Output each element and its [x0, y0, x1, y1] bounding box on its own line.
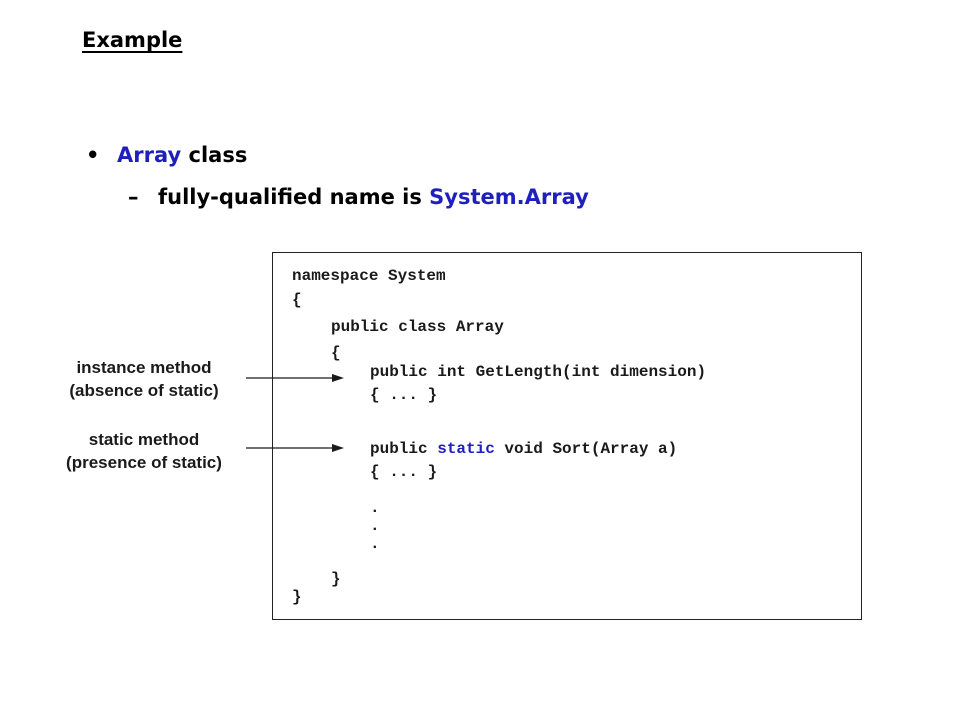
bullet-highlight-array: Array [117, 143, 182, 167]
code-line-getlength-body: { ... } [370, 386, 438, 404]
bullet-array-class: • Array class [86, 143, 247, 167]
callout-static-title: static method [88, 430, 200, 449]
code-ellipsis-dot-2: . [370, 517, 380, 535]
code-line-namespace-close-brace: } [292, 588, 302, 606]
sub-bullet-text: fully-qualified name is [158, 185, 430, 209]
bullet-text-class: class [181, 143, 248, 167]
code-line-sort-body: { ... } [370, 463, 438, 481]
code-line-class-close-brace: } [331, 570, 341, 588]
code-listing-box [272, 252, 862, 620]
callout-static-note: (presence of static) [66, 453, 222, 472]
callout-instance-title: instance method [76, 358, 212, 377]
callout-instance-note: (absence of static) [69, 381, 219, 400]
code-line-sort: public static void Sort(Array a) [370, 441, 677, 457]
bullet-marker: • [86, 143, 100, 167]
callout-static-method: static method (presence of static) [44, 428, 244, 474]
code-ellipsis-dot-1: . [370, 499, 380, 517]
code-line-class-open-brace: { [331, 344, 341, 362]
code-sort-prefix: public [370, 440, 438, 458]
sub-bullet-marker: – [128, 185, 139, 209]
code-line-class-declaration: public class Array [331, 318, 504, 336]
code-line-getlength: public int GetLength(int dimension) [370, 363, 707, 381]
code-line-namespace-open-brace: { [292, 291, 302, 309]
code-line-namespace: namespace System [292, 267, 446, 285]
code-sort-suffix: void Sort(Array a) [494, 440, 678, 458]
callout-instance-method: instance method (absence of static) [44, 356, 244, 402]
code-keyword-static: static [437, 440, 495, 458]
sub-bullet-highlight-system-array: System.Array [429, 185, 589, 209]
sub-bullet-qualified-name: –fully-qualified name is System.Array [128, 185, 589, 209]
code-ellipsis-dot-3: . [370, 535, 380, 553]
slide-heading: Example [82, 28, 183, 52]
